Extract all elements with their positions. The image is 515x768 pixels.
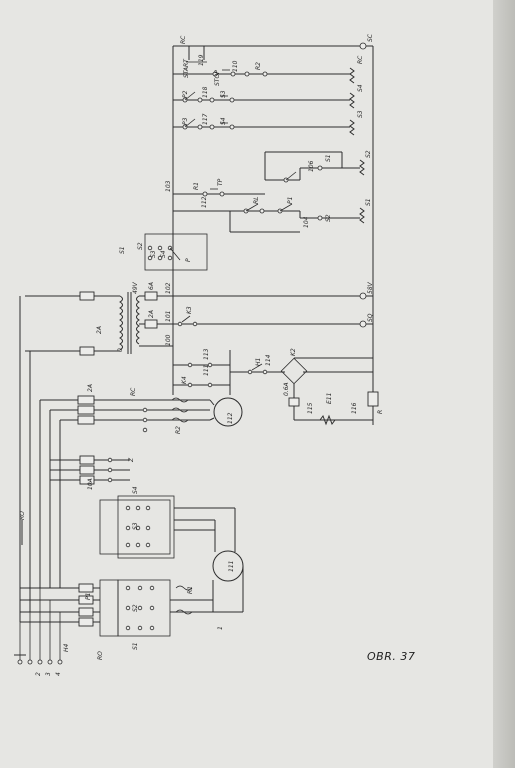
label-h1: H1 <box>255 358 262 366</box>
label-rc-coil: RC <box>357 55 364 64</box>
label-s4-coil: S4 <box>357 84 364 92</box>
label-r1-bottom: R1 <box>187 586 194 594</box>
label-k2: K2 <box>290 348 297 356</box>
label-stop: STOP <box>214 70 221 86</box>
label-s1-bottom: S1 <box>132 642 139 650</box>
label-s4-bottom: S4 <box>132 486 139 494</box>
label-p1-bottom: P1 <box>85 593 92 600</box>
rung-p2-s3 <box>173 91 355 109</box>
motor-112-circuit <box>39 395 243 588</box>
label-ro-bottom: RO <box>97 651 104 660</box>
label-102: 102 <box>165 282 172 294</box>
label-h4: H4 <box>63 643 70 652</box>
rung-start-stop <box>173 42 367 84</box>
label-k3: K3 <box>186 306 193 314</box>
label-motor-112: 112 <box>227 412 234 424</box>
label-4: 4 <box>55 672 62 676</box>
label-s3-bottom: S3 <box>132 522 139 530</box>
transformer <box>25 234 373 356</box>
motor-111-circuit <box>20 495 244 637</box>
label-s1-left: S1 <box>119 246 126 254</box>
label-rc-mid: RC <box>130 387 137 396</box>
label-fuse-2a: 2A <box>87 384 94 392</box>
rung-s2-s1 <box>173 151 365 233</box>
label-sc: SC <box>367 33 374 42</box>
label-s4: S4 <box>220 117 227 125</box>
label-s3: S3 <box>220 90 227 98</box>
label-104: 104 <box>303 216 310 228</box>
label-s3-left: S3 <box>150 250 157 258</box>
label-2: 2 <box>35 672 42 676</box>
mains-feed <box>14 296 63 665</box>
label-p1: P1 <box>287 197 294 204</box>
rung-p3-s4 <box>173 118 355 136</box>
label-110: 110 <box>232 60 239 72</box>
label-2a: 2A <box>148 310 155 318</box>
label-ro-top: RO <box>19 511 26 520</box>
label-101: 101 <box>165 311 172 322</box>
label-0: 0 <box>117 348 124 352</box>
label-49v: 49V <box>132 281 139 294</box>
label-p2: P2 <box>182 90 189 98</box>
label-e11: E11 <box>326 393 333 404</box>
label-tr-2a: 2A <box>96 326 103 334</box>
label-118: 118 <box>202 86 209 98</box>
label-tp: TP <box>217 178 224 186</box>
page-edge <box>493 0 515 768</box>
label-3: 3 <box>45 672 52 676</box>
label-s3-coil: S3 <box>357 110 364 118</box>
label-k4: K4 <box>181 376 188 384</box>
label-r: R <box>377 410 384 414</box>
label-6a: 6A <box>148 282 155 290</box>
label-117: 117 <box>202 113 209 125</box>
label-119: 119 <box>198 54 205 66</box>
label-114: 114 <box>265 354 272 366</box>
label-motor-111: 111 <box>228 561 235 572</box>
label-115: 115 <box>307 402 314 414</box>
label-116: 116 <box>351 402 358 414</box>
label-z: Z <box>128 457 135 463</box>
label-113: 113 <box>203 348 210 360</box>
label-1: 1 <box>217 626 224 630</box>
label-start: START <box>183 58 190 78</box>
label-rl: RL <box>253 196 260 204</box>
label-111: 111 <box>203 365 210 376</box>
label-r1-mid: R1 <box>193 182 200 190</box>
label-s2-bottom: S2 <box>132 604 139 612</box>
label-s1-top: S1 <box>325 154 332 162</box>
label-r2: R2 <box>255 62 262 70</box>
figure-caption: OBR. 37 <box>367 650 416 663</box>
label-100: 100 <box>165 334 172 346</box>
label-p-left: P <box>185 258 192 262</box>
label-s1-mid: S1 <box>365 198 372 206</box>
label-106: 106 <box>308 160 315 172</box>
label-s2-left: S2 <box>137 242 144 250</box>
control-rails <box>172 45 374 425</box>
label-58v: 58V <box>367 281 374 294</box>
label-s2-mid: S2 <box>325 214 332 222</box>
rectifier-circuit <box>172 350 379 426</box>
z-block <box>50 455 130 485</box>
label-0-6a: 0.6A <box>283 382 290 396</box>
label-fuse-10a: 10A <box>87 478 94 490</box>
label-s2-top: S2 <box>365 150 372 158</box>
label-r2-mid: R2 <box>175 426 182 434</box>
label-s4-left: S4 <box>160 250 167 258</box>
selector-switch-block <box>144 233 208 271</box>
label-rc-top: RC <box>180 35 187 44</box>
label-112: 112 <box>201 196 208 208</box>
label-p3: P3 <box>182 117 189 125</box>
label-sq: SQ <box>367 313 374 322</box>
label-103: 103 <box>165 180 172 192</box>
